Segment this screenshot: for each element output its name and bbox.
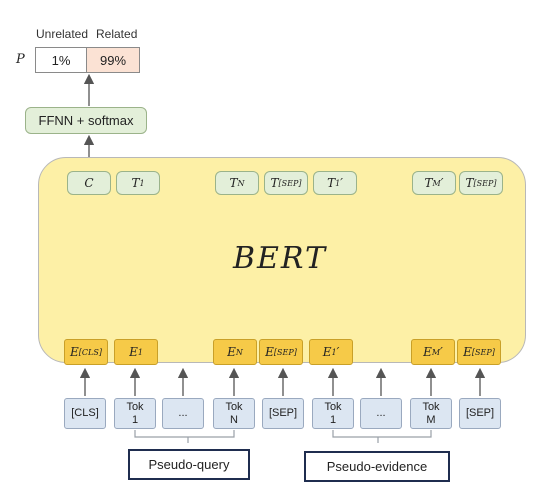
input-token-index: 1 xyxy=(131,413,139,426)
input-token-text: Tok xyxy=(126,400,144,413)
symbol: C xyxy=(84,176,94,190)
output-token-3: T[SEP] xyxy=(264,171,308,195)
input-token-4: [SEP] xyxy=(262,398,304,429)
symbol: E xyxy=(463,345,472,359)
subscript: [SEP] xyxy=(473,178,497,188)
symbol: T xyxy=(424,176,433,190)
input-token-8: [SEP] xyxy=(459,398,501,429)
subscript: 1 xyxy=(137,347,143,357)
input-token-0: [CLS] xyxy=(64,398,106,429)
output-token-6: T[SEP] xyxy=(459,171,503,195)
subscript: [SEP] xyxy=(471,347,495,357)
input-token-text: [SEP] xyxy=(465,407,495,420)
symbol: E xyxy=(423,345,432,359)
related-probability: 99% xyxy=(86,47,140,73)
symbol: T xyxy=(327,176,336,190)
embedding-6: E[SEP] xyxy=(457,339,501,365)
input-token-text: ... xyxy=(178,407,188,420)
input-token-text: ... xyxy=(376,407,386,420)
bert-title: BERT xyxy=(232,240,327,276)
input-token-text: Tok xyxy=(422,400,440,413)
symbol: E xyxy=(129,345,138,359)
subscript: [SEP] xyxy=(278,178,302,188)
embedding-0: E[CLS] xyxy=(64,339,108,365)
symbol: T xyxy=(270,176,279,190)
probability-label: P xyxy=(16,52,25,67)
subscript: M xyxy=(431,347,441,357)
symbol: T xyxy=(465,176,474,190)
subscript: M xyxy=(432,178,441,188)
subscript: 1 xyxy=(331,347,337,357)
ffnn-softmax-layer: FFNN + softmax xyxy=(25,107,147,134)
prime-mark: ′ xyxy=(440,345,443,359)
input-token-text: [SEP] xyxy=(268,407,298,420)
input-token-text: Tok xyxy=(225,400,243,413)
symbol: T xyxy=(229,176,238,190)
input-token-6: ... xyxy=(360,398,402,429)
symbol: T xyxy=(131,176,140,190)
input-token-2: ... xyxy=(162,398,204,429)
symbol: E xyxy=(70,345,79,359)
subscript: [SEP] xyxy=(273,347,297,357)
subscript: N xyxy=(235,347,243,357)
unrelated-probability: 1% xyxy=(35,47,87,73)
prime-mark: ′ xyxy=(336,345,340,359)
input-token-text: [CLS] xyxy=(71,407,99,420)
symbol: E xyxy=(227,345,236,359)
prime-mark: ′ xyxy=(340,176,343,190)
unrelated-header: Unrelated xyxy=(36,27,89,41)
output-token-0: C xyxy=(67,171,111,195)
input-token-text: Tok xyxy=(324,400,342,413)
embedding-3: E[SEP] xyxy=(259,339,303,365)
symbol: E xyxy=(322,345,332,359)
related-header: Related xyxy=(96,27,138,41)
pseudo-query-label: Pseudo-query xyxy=(128,449,250,480)
input-token-index: N xyxy=(230,413,238,426)
pseudo-evidence-label: Pseudo-evidence xyxy=(304,451,450,482)
prime-mark: ′ xyxy=(440,176,444,190)
input-token-index: 1 xyxy=(329,413,337,426)
symbol: E xyxy=(265,345,274,359)
subscript: N xyxy=(237,178,245,188)
subscript: [CLS] xyxy=(78,347,102,357)
subscript: 1 xyxy=(335,178,341,188)
subscript: 1 xyxy=(139,178,145,188)
input-token-index: M xyxy=(426,413,436,426)
